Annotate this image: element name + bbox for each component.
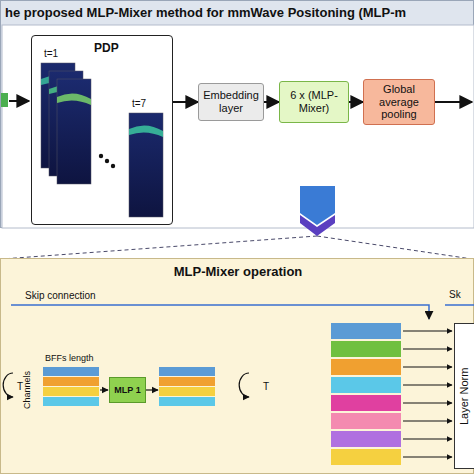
operation-panel: MLP-Mixer operationMLP 1 Layer Norm Skip c… — [0, 258, 474, 474]
node-text: MLP-Mixer operation — [174, 265, 303, 280]
mlp-box: MLP 1 — [109, 377, 146, 403]
skip-label: Sk — [449, 289, 461, 300]
node-text: 6 x (MLP-Mixer) — [283, 89, 345, 114]
node-text: MLP 1 — [113, 385, 142, 395]
method-panel: he proposed MLP-Mixer method for mmWave … — [0, 0, 474, 228]
node-text: Global average pooling — [367, 83, 431, 121]
flow-arrow — [264, 101, 279, 103]
process-box: Global average pooling — [363, 79, 435, 125]
axis-label: Channels — [23, 371, 33, 409]
node-text: Layer Norm — [458, 367, 471, 424]
transpose-label: T — [17, 381, 23, 392]
transpose-label: T — [263, 381, 269, 392]
pdp-box: PDP t=1 t=7 — [31, 35, 173, 225]
node-text: t=1 — [44, 48, 58, 60]
axis-label: BFFs length — [45, 354, 94, 364]
flow-arrow — [173, 101, 198, 103]
flow-arrow — [349, 101, 363, 103]
node-text: t=7 — [132, 98, 146, 110]
node-text: he proposed MLP-Mixer method for mmWave … — [5, 6, 406, 21]
skip-label: Skip connection — [25, 290, 96, 301]
process-box: Embedding layer — [198, 83, 264, 121]
node-text: PDP — [94, 42, 119, 56]
process-box: 6 x (MLP-Mixer) — [279, 81, 349, 123]
layer-norm-box: Layer Norm — [454, 323, 474, 469]
node-text: Embedding layer — [202, 89, 260, 114]
